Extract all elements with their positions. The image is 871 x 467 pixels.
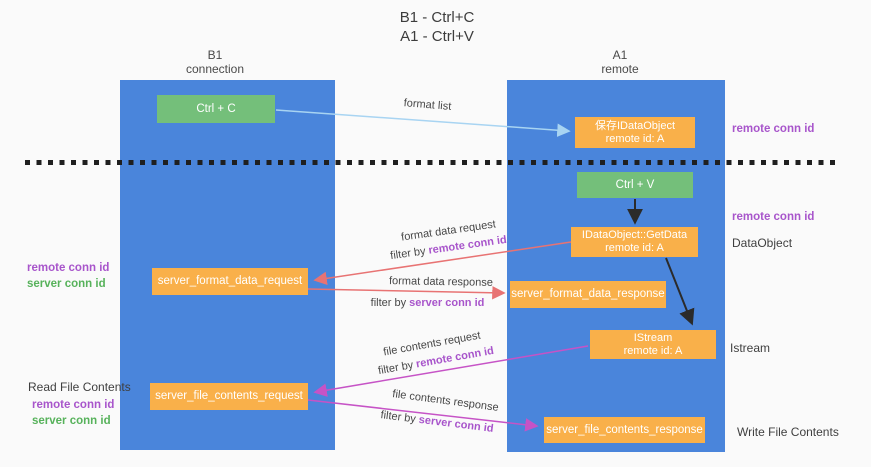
- getdata-remote-id: remote id: A: [605, 242, 664, 254]
- server-file-contents-response-node: server_file_contents_response: [544, 417, 705, 443]
- ctrl-v-label: Ctrl + V: [615, 178, 655, 191]
- right-remote-conn-id-mid: remote conn id: [732, 211, 815, 223]
- lane-a1-name: A1: [612, 48, 628, 62]
- filter-prefix: filter by: [389, 244, 430, 263]
- phase-divider-dashed-line: [25, 160, 838, 165]
- istream-label: IStream: [633, 331, 673, 344]
- left-remote-conn-id-2: remote conn id: [32, 399, 115, 411]
- file-contents-response-arrow-label: file contents response: [391, 388, 500, 414]
- lane-a1-subtitle: remote: [601, 62, 639, 76]
- ctrl-v-node: Ctrl + V: [577, 172, 693, 198]
- server-file-contents-request-node: server_file_contents_request: [150, 383, 308, 410]
- server-conn-id-keyword: server conn id: [409, 297, 485, 309]
- diagram-title: B1 - Ctrl+C A1 - Ctrl+V: [337, 8, 537, 46]
- lane-header-a1: A1 remote: [545, 48, 695, 76]
- server-file-contents-response-label: server_file_contents_response: [546, 423, 703, 436]
- server-format-data-request-label: server_format_data_request: [157, 275, 303, 287]
- server-format-data-response-label: server_format_data_response: [511, 288, 665, 300]
- file-contents-response-filter-label: filter by server conn id: [378, 409, 497, 435]
- left-server-conn-id-1: server conn id: [27, 278, 106, 290]
- server-format-data-request-node: server_format_data_request: [152, 268, 308, 295]
- left-remote-conn-id-1: remote conn id: [27, 262, 110, 274]
- getdata-node: IDataObject::GetData remote id: A: [571, 227, 698, 257]
- filter-prefix: filter by: [379, 409, 420, 426]
- right-dataobject-label: DataObject: [732, 236, 793, 250]
- format-list-arrow-label: format list: [403, 97, 452, 113]
- save-idataobject-node: 保存IDataObject remote id: A: [575, 117, 695, 148]
- server-conn-id-keyword: server conn id: [418, 413, 495, 435]
- server-file-contents-request-label: server_file_contents_request: [155, 390, 303, 402]
- format-data-response-arrow: [307, 286, 506, 300]
- getdata-label: IDataObject::GetData: [581, 229, 688, 241]
- lane-b1-name: B1: [207, 48, 223, 62]
- lane-header-b1: B1 connection: [140, 48, 290, 76]
- left-read-file-contents-label: Read File Contents: [28, 380, 131, 394]
- left-server-conn-id-2: server conn id: [32, 415, 111, 427]
- save-idataobject-label: 保存IDataObject: [594, 119, 676, 132]
- right-remote-conn-id-top: remote conn id: [732, 123, 815, 135]
- istream-node: IStream remote id: A: [590, 330, 716, 359]
- ctrl-c-label: Ctrl + C: [196, 102, 236, 115]
- filter-prefix: filter by: [377, 358, 418, 378]
- istream-remote-id: remote id: A: [623, 344, 683, 357]
- filter-prefix: filter by: [370, 297, 410, 309]
- lane-b1-subtitle: connection: [185, 62, 245, 76]
- format-data-response-filter-label: filter by server conn id: [370, 297, 485, 309]
- server-format-data-response-node: server_format_data_response: [510, 281, 666, 308]
- title-line-2: A1 - Ctrl+V: [400, 28, 474, 45]
- right-istream-label: Istream: [730, 341, 771, 355]
- title-line-1: B1 - Ctrl+C: [399, 9, 475, 26]
- format-data-response-arrow-label: format data response: [388, 275, 494, 289]
- ctrl-c-node: Ctrl + C: [157, 95, 275, 123]
- right-write-file-contents-label: Write File Contents: [737, 425, 839, 439]
- save-idataobject-remote-id: remote id: A: [605, 132, 665, 145]
